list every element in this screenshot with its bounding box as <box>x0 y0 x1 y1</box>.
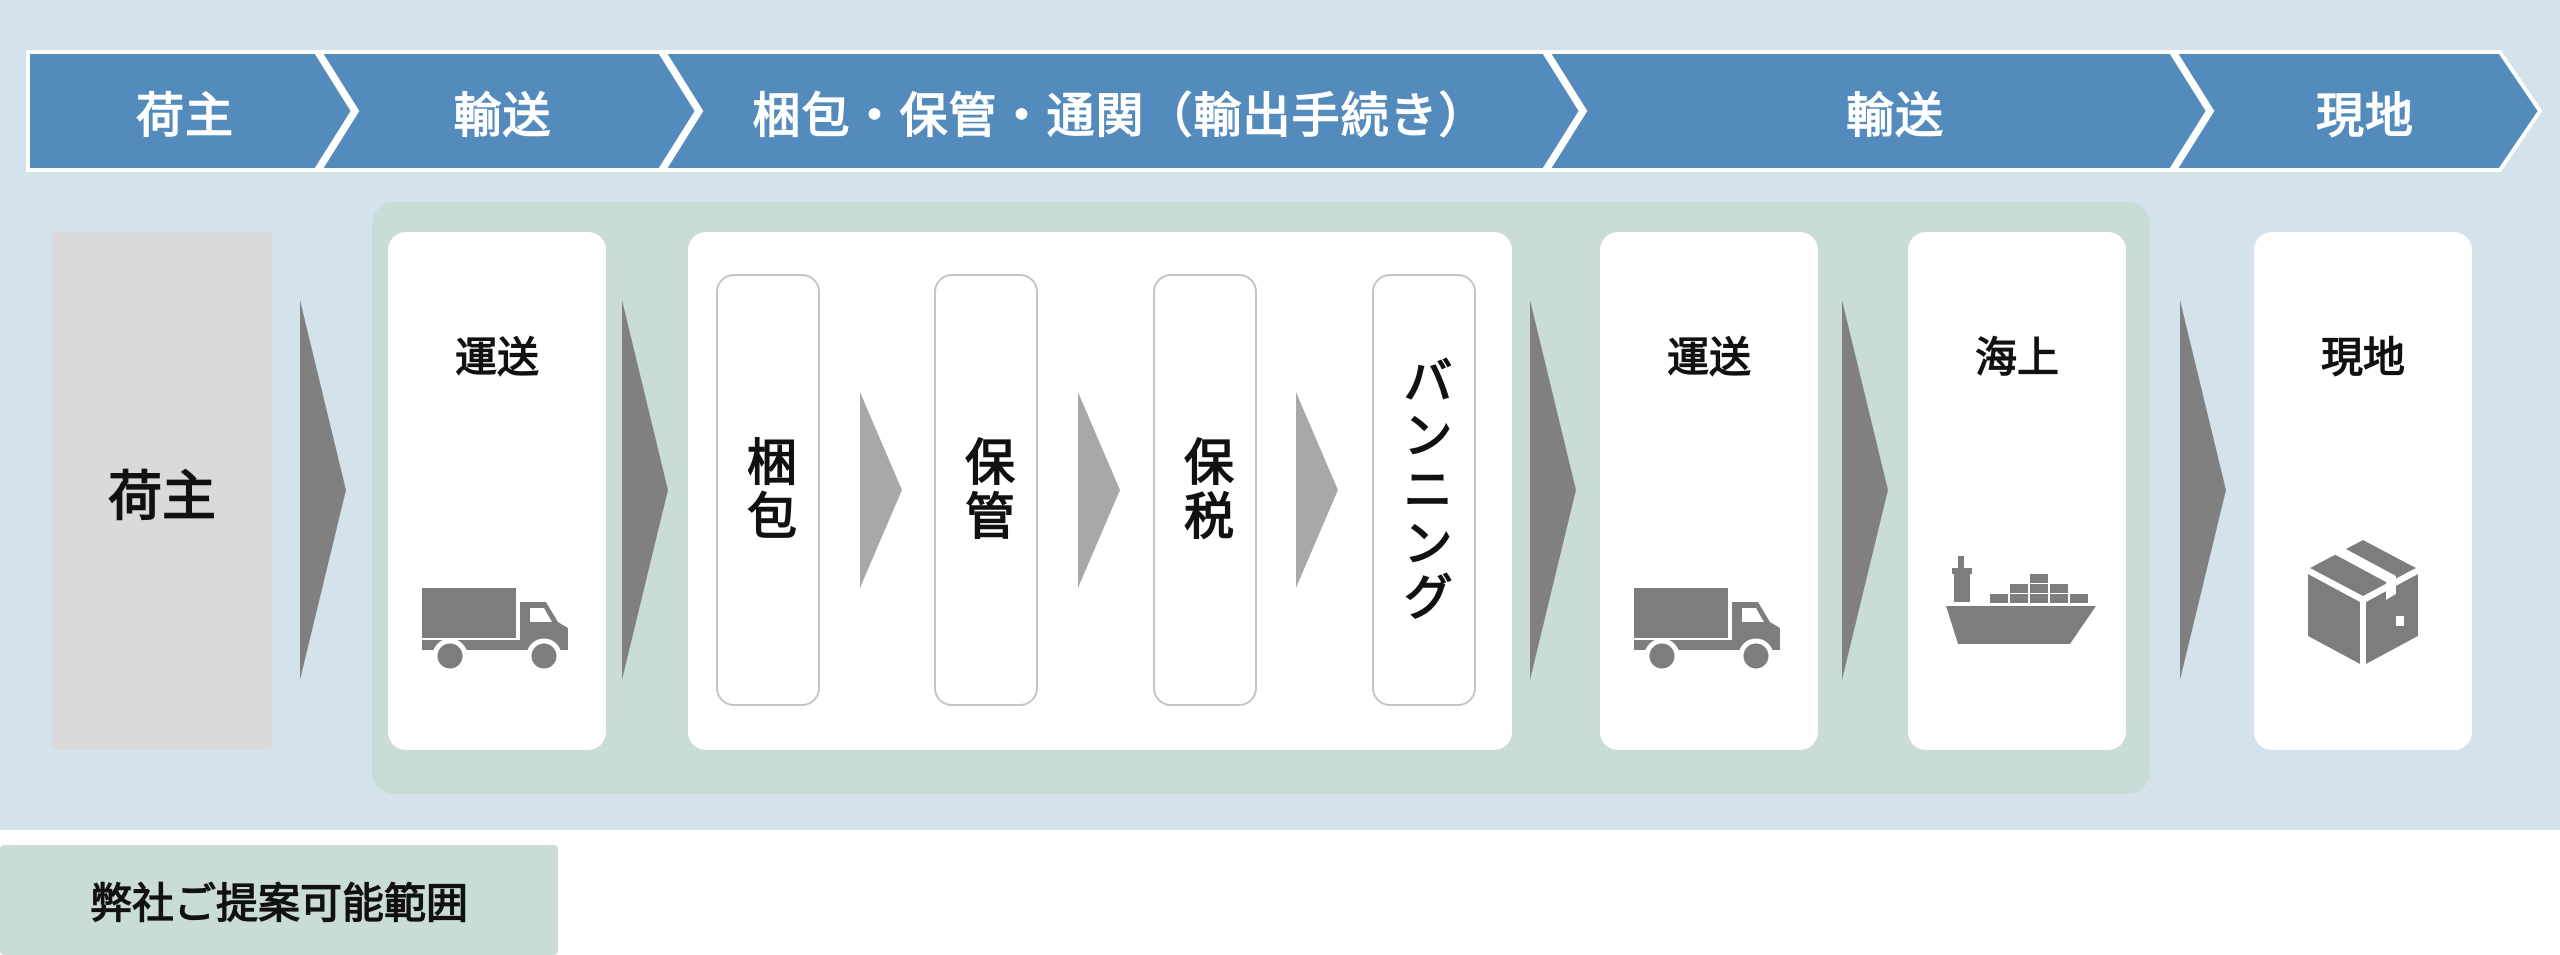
step-vanning-label: バンニング <box>1395 355 1453 625</box>
step-arrow-2 <box>1078 392 1120 588</box>
stage-chevron-processing <box>660 50 1584 172</box>
flow-arrow-3 <box>1530 300 1576 680</box>
stage-label-transport-2: 輸送 <box>1845 88 1944 144</box>
step-bonded-label: 保税 <box>1176 436 1234 544</box>
transport-card-1: 運送 <box>388 232 606 750</box>
stage-header-band <box>26 50 2543 172</box>
flow-arrow-1 <box>300 300 346 680</box>
destination-label: 現地 <box>2320 333 2405 382</box>
flow-arrow-4 <box>1842 300 1888 680</box>
shipper-card: 荷主 <box>52 232 272 750</box>
destination-card: 現地 <box>2254 232 2472 750</box>
sea-label: 海上 <box>1974 333 2059 382</box>
flow-arrow-2 <box>622 300 668 680</box>
truck-icon <box>422 588 568 672</box>
stage-label-transport-1: 輸送 <box>453 88 552 144</box>
package-box-icon <box>2308 540 2418 664</box>
stage-chevron-transport-1 <box>316 50 700 172</box>
truck-icon <box>1634 588 1780 672</box>
step-storage-label: 保管 <box>957 436 1015 544</box>
step-vanning: バンニング <box>1372 274 1476 706</box>
proposal-scope-legend: 弊社ご提案可能範囲 <box>0 845 558 955</box>
stage-chevron-shipper <box>26 50 356 172</box>
stage-label-processing: 梱包・保管・通関（輸出手続き） <box>752 88 1488 144</box>
transport-label-1: 運送 <box>454 333 539 382</box>
stage-chevron-transport-2 <box>1544 50 2211 172</box>
flow-arrow-5 <box>2180 300 2226 680</box>
step-packing: 梱包 <box>716 274 820 706</box>
step-bonded: 保税 <box>1153 274 1257 706</box>
step-storage: 保管 <box>934 274 1038 706</box>
cargo-ship-icon <box>1946 556 2096 644</box>
transport-card-2: 運送 <box>1600 232 1818 750</box>
step-arrow-1 <box>860 392 902 588</box>
transport-label-2: 運送 <box>1666 333 1751 382</box>
shipper-label: 荷主 <box>108 464 216 528</box>
step-arrow-3 <box>1296 392 1338 588</box>
stage-label-destination: 現地 <box>2315 88 2414 144</box>
stage-label-shipper: 荷主 <box>135 88 234 144</box>
step-packing-label: 梱包 <box>739 436 797 544</box>
stage-chevron-destination <box>2171 50 2543 172</box>
sea-card: 海上 <box>1908 232 2126 750</box>
